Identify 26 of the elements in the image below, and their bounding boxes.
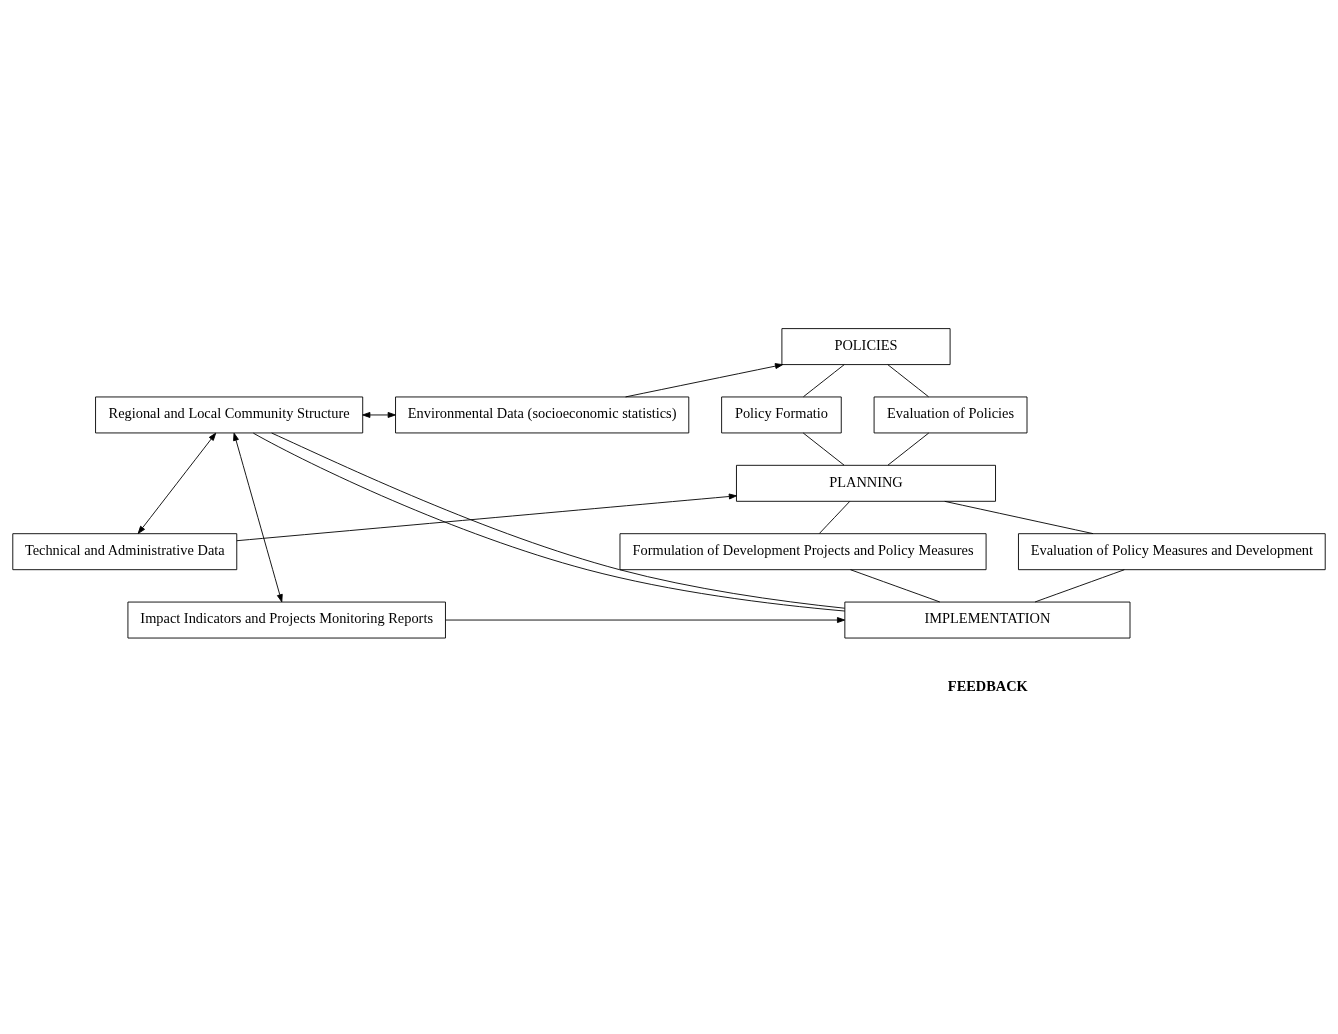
node-box: Impact Indicators and Projects Monitoring Reports xyxy=(127,601,446,638)
node-box: Evaluation of Policies xyxy=(873,396,1028,433)
arrow xyxy=(236,493,737,541)
arrow xyxy=(445,616,846,623)
connector xyxy=(818,500,851,534)
connector xyxy=(802,432,845,466)
connector xyxy=(1034,568,1125,602)
connector xyxy=(887,363,929,397)
node-box: PLANNING xyxy=(736,464,996,502)
connector xyxy=(944,500,1094,534)
node-box: Environmental Data (socioeconomic statistics) xyxy=(395,396,690,433)
node-box: Technical and Administrative Data xyxy=(12,532,238,570)
connector xyxy=(887,432,930,466)
node-box: IMPLEMENTATION xyxy=(844,601,1131,638)
node-box: Regional and Local Community Structure xyxy=(95,396,364,433)
arrow xyxy=(625,362,784,397)
arrow xyxy=(362,411,396,418)
arrow xyxy=(233,432,283,602)
connector xyxy=(850,568,941,602)
label: FEEDBACK xyxy=(947,677,1028,694)
connector xyxy=(803,363,845,397)
node-box: Formulation of Development Projects and Policy Measures xyxy=(619,532,987,570)
arrow xyxy=(137,432,217,534)
node-box: POLICIES xyxy=(781,327,951,365)
node-box: Policy Formatio xyxy=(721,396,842,433)
node-box: Evaluation of Policy Measures and Development xyxy=(1018,532,1326,570)
